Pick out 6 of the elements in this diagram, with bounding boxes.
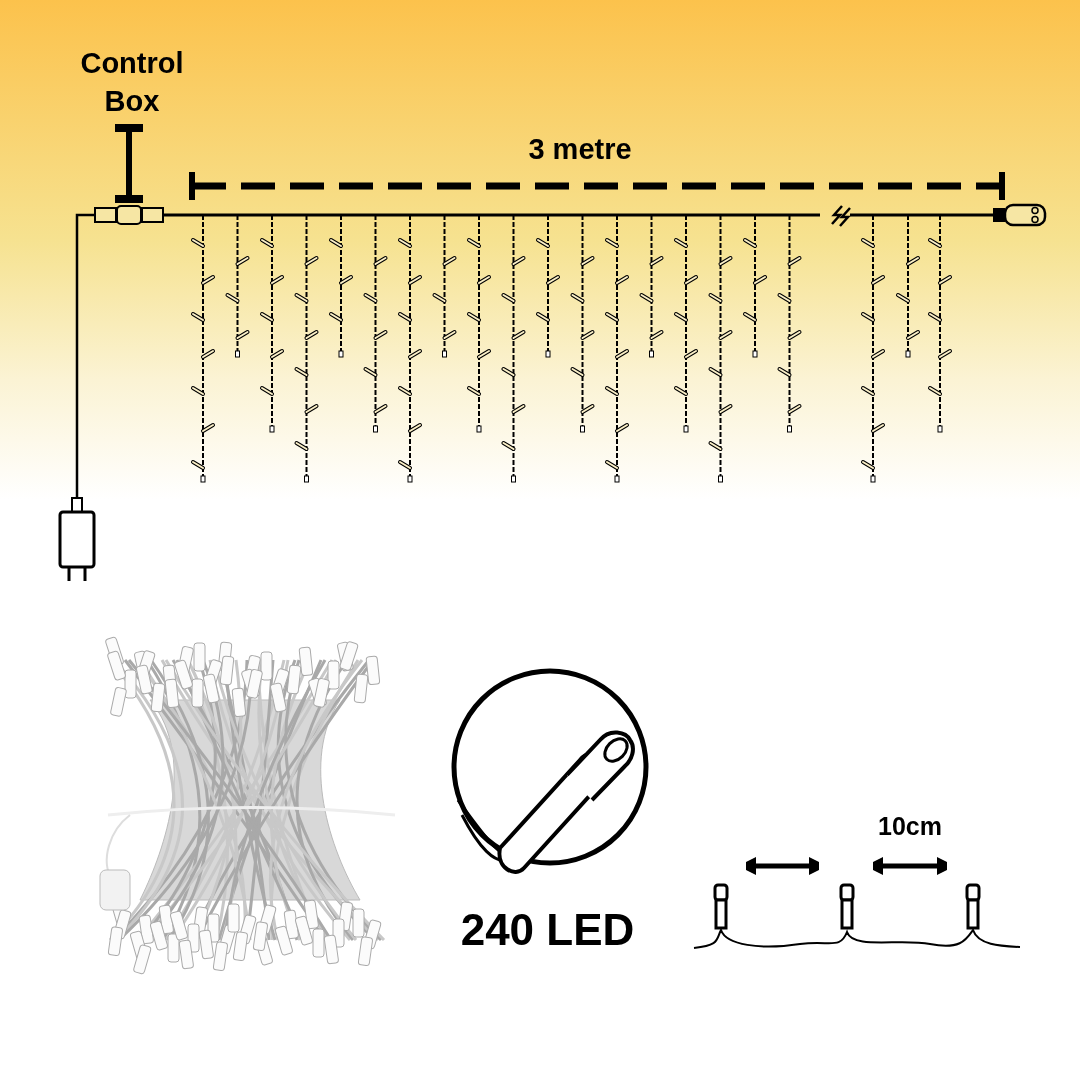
- callout-label: Control Box: [62, 44, 202, 120]
- led-count-label: 240 LED: [459, 905, 636, 955]
- dimension-label: 10cm: [877, 812, 943, 841]
- bar-leader-line: [115, 124, 143, 203]
- control-box: [116, 205, 142, 225]
- dimension-label: 3 metre: [527, 133, 633, 166]
